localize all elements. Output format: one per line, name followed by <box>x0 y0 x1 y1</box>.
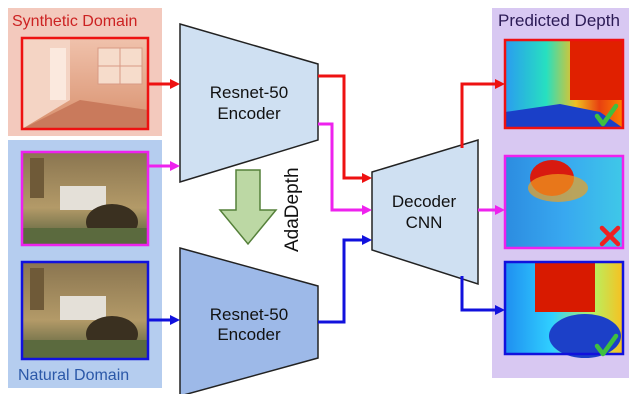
arrow-blue-encoder-to-decoder <box>318 238 364 324</box>
decoder-line2: CNN <box>406 213 443 232</box>
check-icon <box>594 333 619 357</box>
encoder-bottom-line2: Encoder <box>217 325 281 344</box>
natural-image-bottom <box>20 260 150 361</box>
arrowhead <box>362 235 372 245</box>
check-icon <box>594 103 619 127</box>
cross-icon <box>599 225 621 247</box>
decoder-cnn: Decoder CNN <box>371 138 479 286</box>
encoder-top-line1: Resnet-50 <box>210 83 288 102</box>
encoder-bottom-line1: Resnet-50 <box>210 305 288 324</box>
arrowhead <box>495 305 505 315</box>
natural-domain-label: Natural Domain <box>18 367 129 384</box>
decoder-line1: Decoder <box>392 192 457 211</box>
arrowhead <box>495 205 505 215</box>
encoder-bottom: Resnet-50 Encoder <box>179 247 319 394</box>
synthetic-domain-label: Synthetic Domain <box>12 13 137 30</box>
predicted-depth-panel: Predicted Depth <box>492 8 629 378</box>
depth-map-natural-blue <box>503 260 625 358</box>
arrowhead <box>170 161 180 171</box>
arrowhead <box>495 79 505 89</box>
arrow-red-encoder-to-decoder <box>318 74 364 180</box>
arrow-red-decoder-to-depth <box>460 82 499 148</box>
natural-image-top <box>20 150 150 247</box>
arrowhead <box>170 79 180 89</box>
arrowhead <box>362 205 372 215</box>
connection-arrows <box>148 74 505 325</box>
arrowhead <box>362 173 372 183</box>
synthetic-domain-panel: Synthetic Domain <box>8 8 162 136</box>
arrowhead <box>170 315 180 325</box>
predicted-depth-label: Predicted Depth <box>498 11 620 30</box>
arrow-magenta-encoder-to-decoder <box>318 122 364 212</box>
encoder-top-line2: Encoder <box>217 104 281 123</box>
synthetic-image <box>20 36 150 131</box>
depth-map-natural-magenta <box>503 154 625 250</box>
adadepth-label: AdaDepth <box>282 167 303 252</box>
arrow-blue-decoder-to-depth <box>460 276 499 312</box>
adadepth-arrow <box>218 169 278 246</box>
natural-domain-panel: Natural Domain <box>8 140 162 388</box>
encoder-top: Resnet-50 Encoder <box>179 23 319 184</box>
depth-map-synthetic <box>503 38 625 130</box>
